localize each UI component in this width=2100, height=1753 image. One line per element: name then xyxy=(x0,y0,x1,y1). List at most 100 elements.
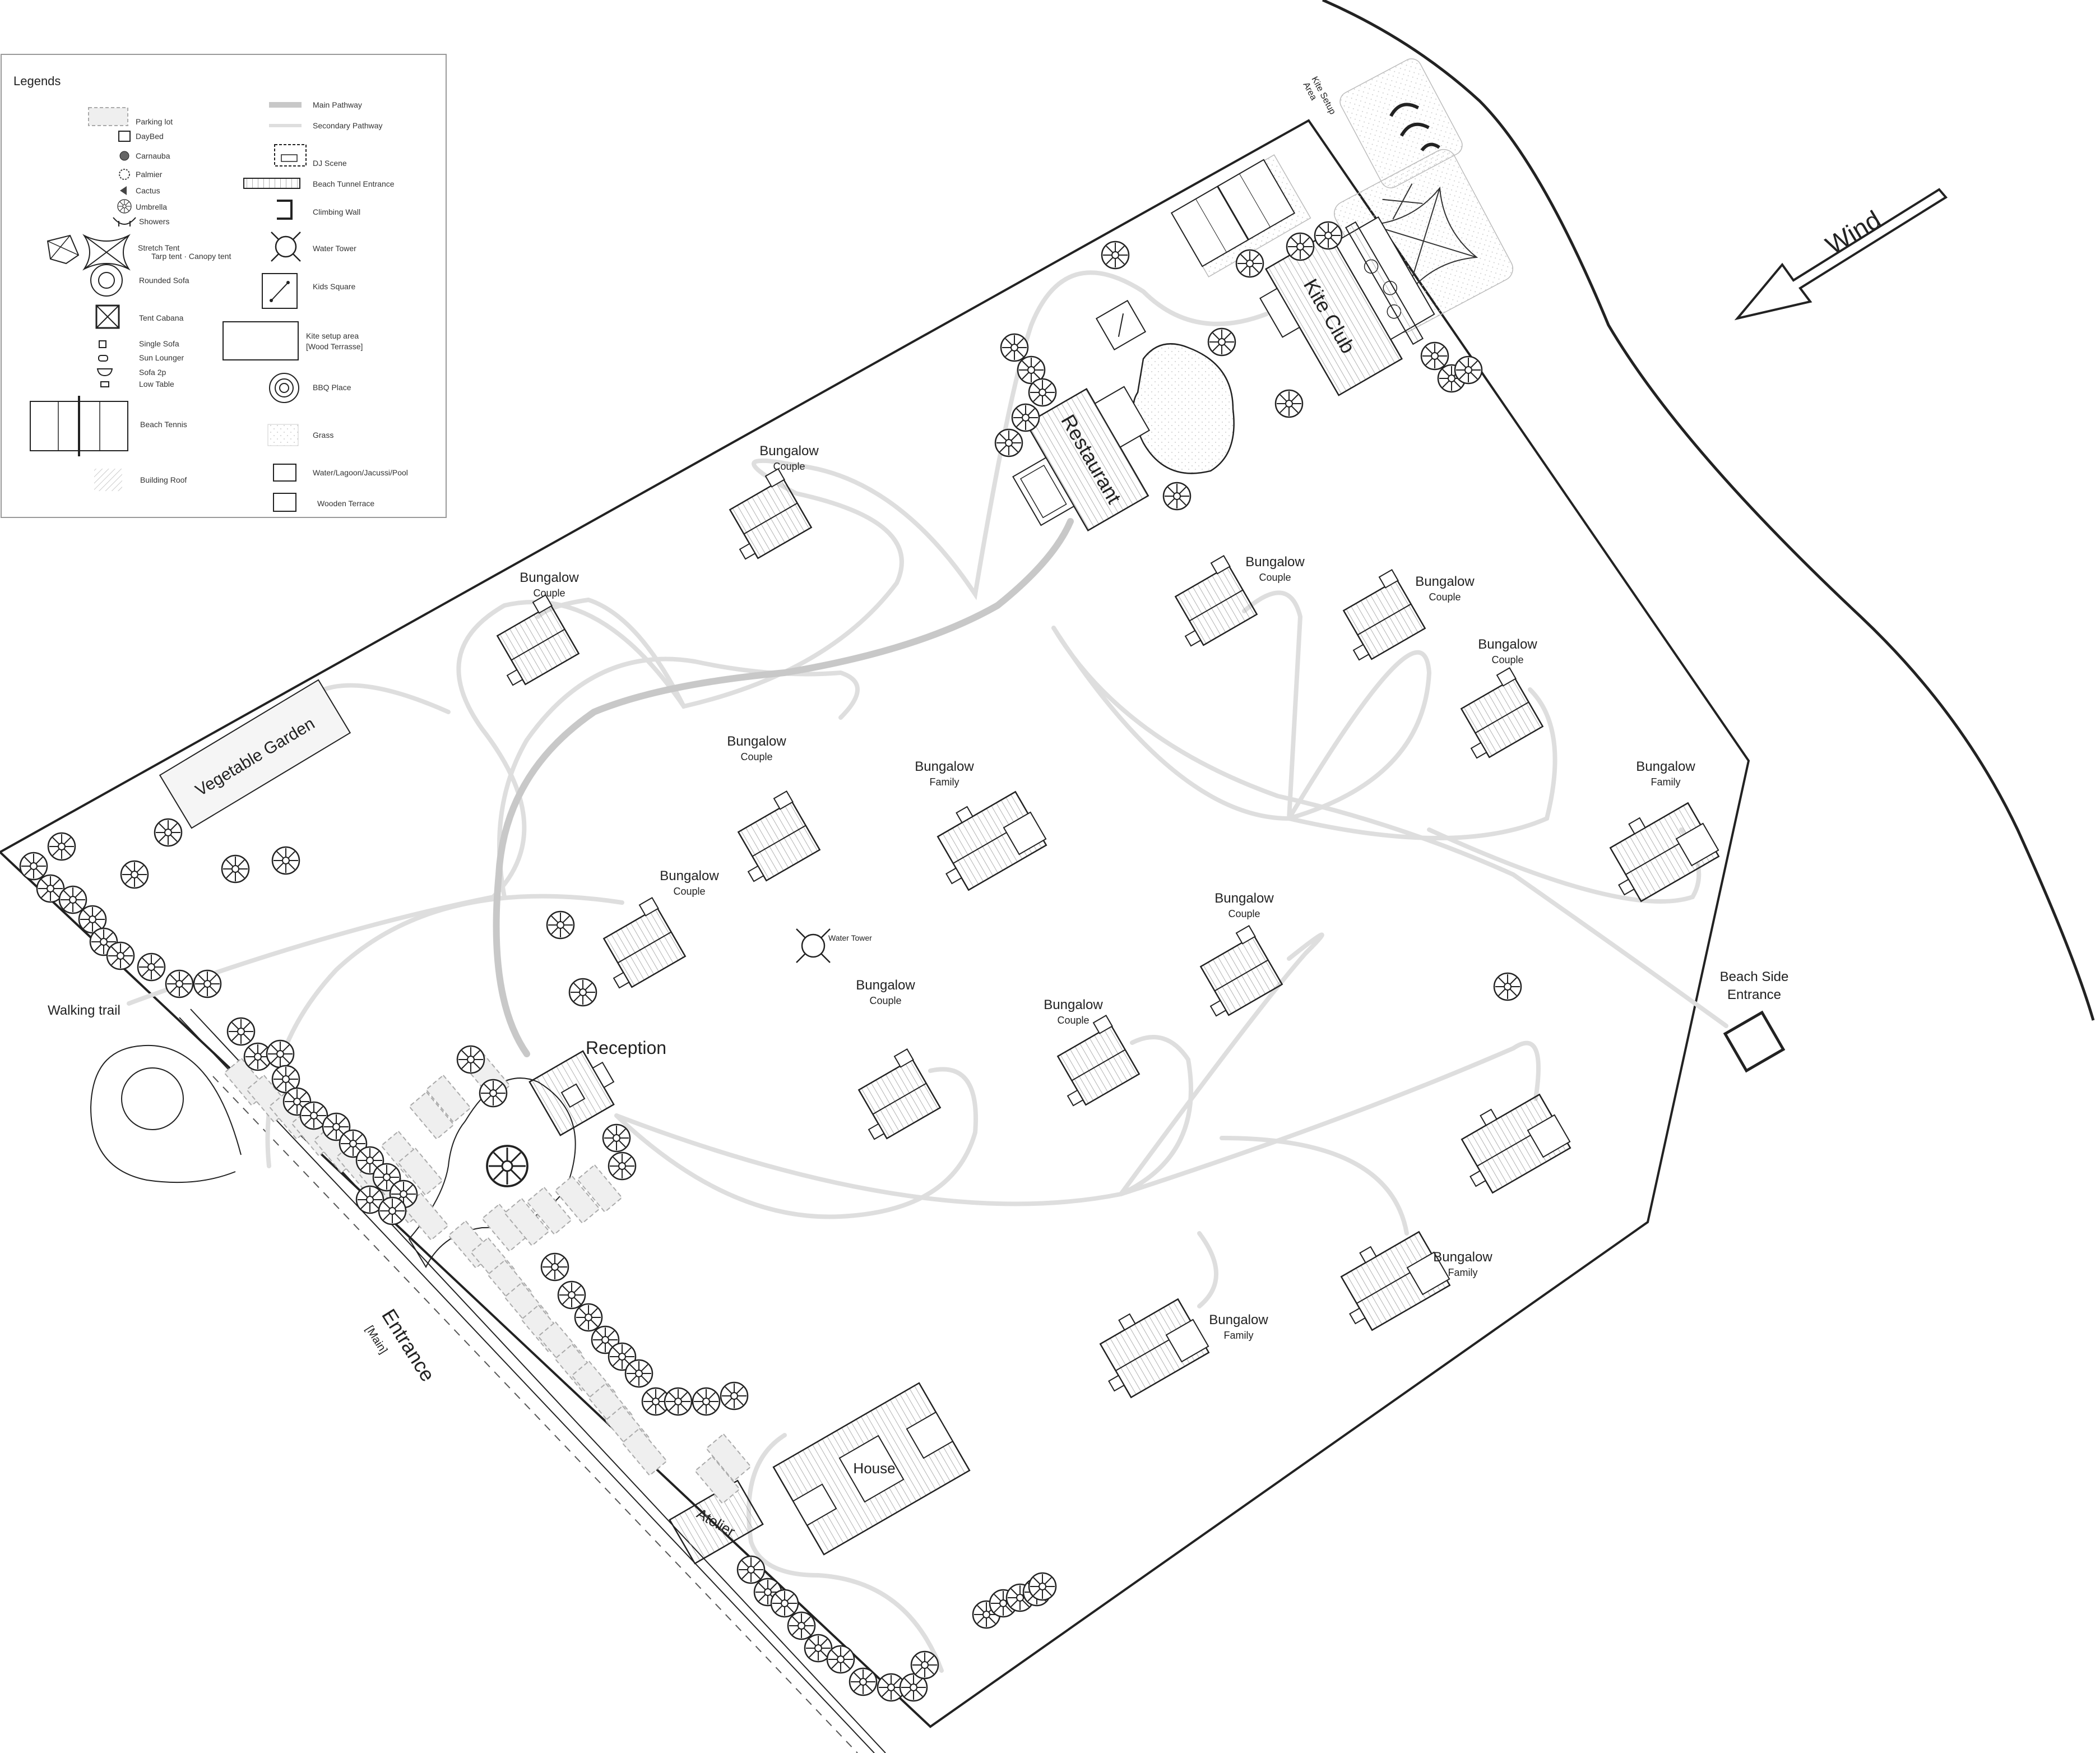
water-tower-map-label: Water Tower xyxy=(828,933,872,942)
tree-icon xyxy=(770,1589,799,1618)
bungalow-type-label: Couple xyxy=(869,995,901,1006)
beach-tennis-court xyxy=(1170,159,1296,267)
wooden-terrace-icon xyxy=(273,493,296,512)
coastline xyxy=(1322,0,2095,1021)
lagoon xyxy=(1132,343,1235,474)
main-pathway xyxy=(493,518,1074,1057)
bungalow-building xyxy=(587,897,687,994)
tree-icon xyxy=(849,1667,878,1696)
legend-single-sofa: Single Sofa xyxy=(139,339,179,348)
bungalow-type-label: Couple xyxy=(1491,654,1523,665)
house-building xyxy=(772,1382,971,1556)
bungalow-building xyxy=(1084,1287,1212,1404)
tree-icon xyxy=(47,832,76,861)
legend-kids-square: Kids Square xyxy=(313,282,355,291)
legend-stretch-tent: Stretch Tent xyxy=(138,243,180,252)
bungalows: BungalowCoupleBungalowCoupleBungalowCoup… xyxy=(481,443,1722,1404)
legend-dj-scene: DJ Scene xyxy=(313,159,347,168)
bungalow-type-label: Couple xyxy=(1228,908,1260,919)
tree-icon xyxy=(137,952,166,982)
grass-icon xyxy=(267,424,299,446)
carnauba-icon xyxy=(119,151,129,161)
secondary-pathways xyxy=(127,270,1728,1673)
legend-main-pathway: Main Pathway xyxy=(313,100,362,109)
sun-lounger-icon xyxy=(98,355,108,362)
tree-icon xyxy=(221,854,250,884)
water-tower-icon xyxy=(271,232,301,262)
legend-kite-setup-1: Kite setup area xyxy=(306,331,359,340)
tree-icon xyxy=(910,1650,939,1680)
bungalow-building xyxy=(722,790,821,887)
tree-icon xyxy=(1028,1572,1057,1601)
tree-icon xyxy=(106,941,135,970)
bungalow-label: Bungalow xyxy=(1433,1250,1492,1265)
legend-kite-setup-2: [Wood Terrasse] xyxy=(306,342,363,351)
legend-building-roof: Building Roof xyxy=(140,475,187,484)
tree-icon xyxy=(226,1017,256,1046)
bungalow-building xyxy=(713,468,813,565)
legend-panel: Legends Parking lot DayBed Carnauba Palm… xyxy=(1,54,447,518)
umbrella-icon xyxy=(117,199,132,214)
single-sofa-icon xyxy=(99,340,106,348)
bungalow-type-label: Family xyxy=(1651,776,1681,788)
bungalow-type-label: Couple xyxy=(673,886,705,897)
building-roof-icon xyxy=(94,469,122,491)
tree-icon xyxy=(1493,972,1522,1001)
parking-lot-icon xyxy=(88,107,128,126)
legend-water: Water/Lagoon/Jacussi/Pool xyxy=(313,468,408,477)
tree-icon xyxy=(271,846,300,875)
bungalow-building xyxy=(1445,667,1544,764)
tree-icon xyxy=(1286,232,1315,261)
bungalow-type-label: Couple xyxy=(1259,572,1291,583)
tree-icon xyxy=(826,1645,855,1674)
tree-icon xyxy=(787,1611,816,1640)
tree-icon xyxy=(568,978,597,1007)
walking-trail-label: Walking trail xyxy=(48,1003,120,1018)
showers-icon xyxy=(113,217,136,226)
tree-icon xyxy=(120,860,149,889)
bungalow-building xyxy=(1445,1083,1574,1199)
beach-tunnel-entrance xyxy=(1345,221,1424,345)
tree-icon xyxy=(1162,482,1192,511)
sofa-2p-icon xyxy=(96,368,113,377)
beach-side-label-2: Entrance xyxy=(1727,987,1781,1002)
tree-icon xyxy=(193,969,222,998)
bungalow-label: Bungalow xyxy=(1209,1312,1268,1328)
kite-club-area: Kite Club Kite Setup Area xyxy=(1170,58,1513,396)
legend-rounded-sofa: Rounded Sofa xyxy=(139,276,189,285)
bungalow-label: Bungalow xyxy=(660,868,719,884)
kids-square xyxy=(1095,299,1147,351)
water-tower-map-icon xyxy=(796,928,831,963)
tree-icon xyxy=(1011,403,1040,432)
tree-icon xyxy=(540,1252,569,1282)
kids-square-icon xyxy=(262,273,298,309)
tree-icon xyxy=(574,1303,603,1332)
tree-icon xyxy=(479,1079,508,1108)
tree-icon xyxy=(692,1387,721,1416)
tree-icon xyxy=(1420,341,1449,371)
beach-side-label-1: Beach Side xyxy=(1720,969,1789,984)
legend-title: Legends xyxy=(13,74,61,88)
tree-icon xyxy=(624,1359,653,1388)
wind-arrow-icon xyxy=(1734,188,1948,321)
bungalow-label: Bungalow xyxy=(759,443,819,459)
tree-icon xyxy=(994,428,1023,457)
tree-icon xyxy=(546,910,575,940)
legend-beach-tunnel: Beach Tunnel Entrance xyxy=(313,179,395,188)
legend-palmier: Palmier xyxy=(136,170,163,179)
bungalow-label: Bungalow xyxy=(1245,554,1305,570)
bungalow-type-label: Couple xyxy=(533,588,565,599)
bungalow-building xyxy=(1325,1220,1453,1336)
bungalow-building xyxy=(1184,925,1283,1022)
legend-wooden-terrace: Wooden Terrace xyxy=(317,499,374,508)
legend-climbing-wall: Climbing Wall xyxy=(313,207,360,216)
bungalow-building xyxy=(1594,791,1722,908)
legend-tent-cabana: Tent Cabana xyxy=(139,313,184,322)
legend-daybed: DayBed xyxy=(136,132,164,141)
bungalow-label: Bungalow xyxy=(915,759,974,774)
tree-icon xyxy=(165,969,194,998)
legend-sofa-2p: Sofa 2p xyxy=(139,368,166,377)
bungalow-building xyxy=(921,780,1050,896)
bungalow-label: Bungalow xyxy=(1636,759,1695,774)
